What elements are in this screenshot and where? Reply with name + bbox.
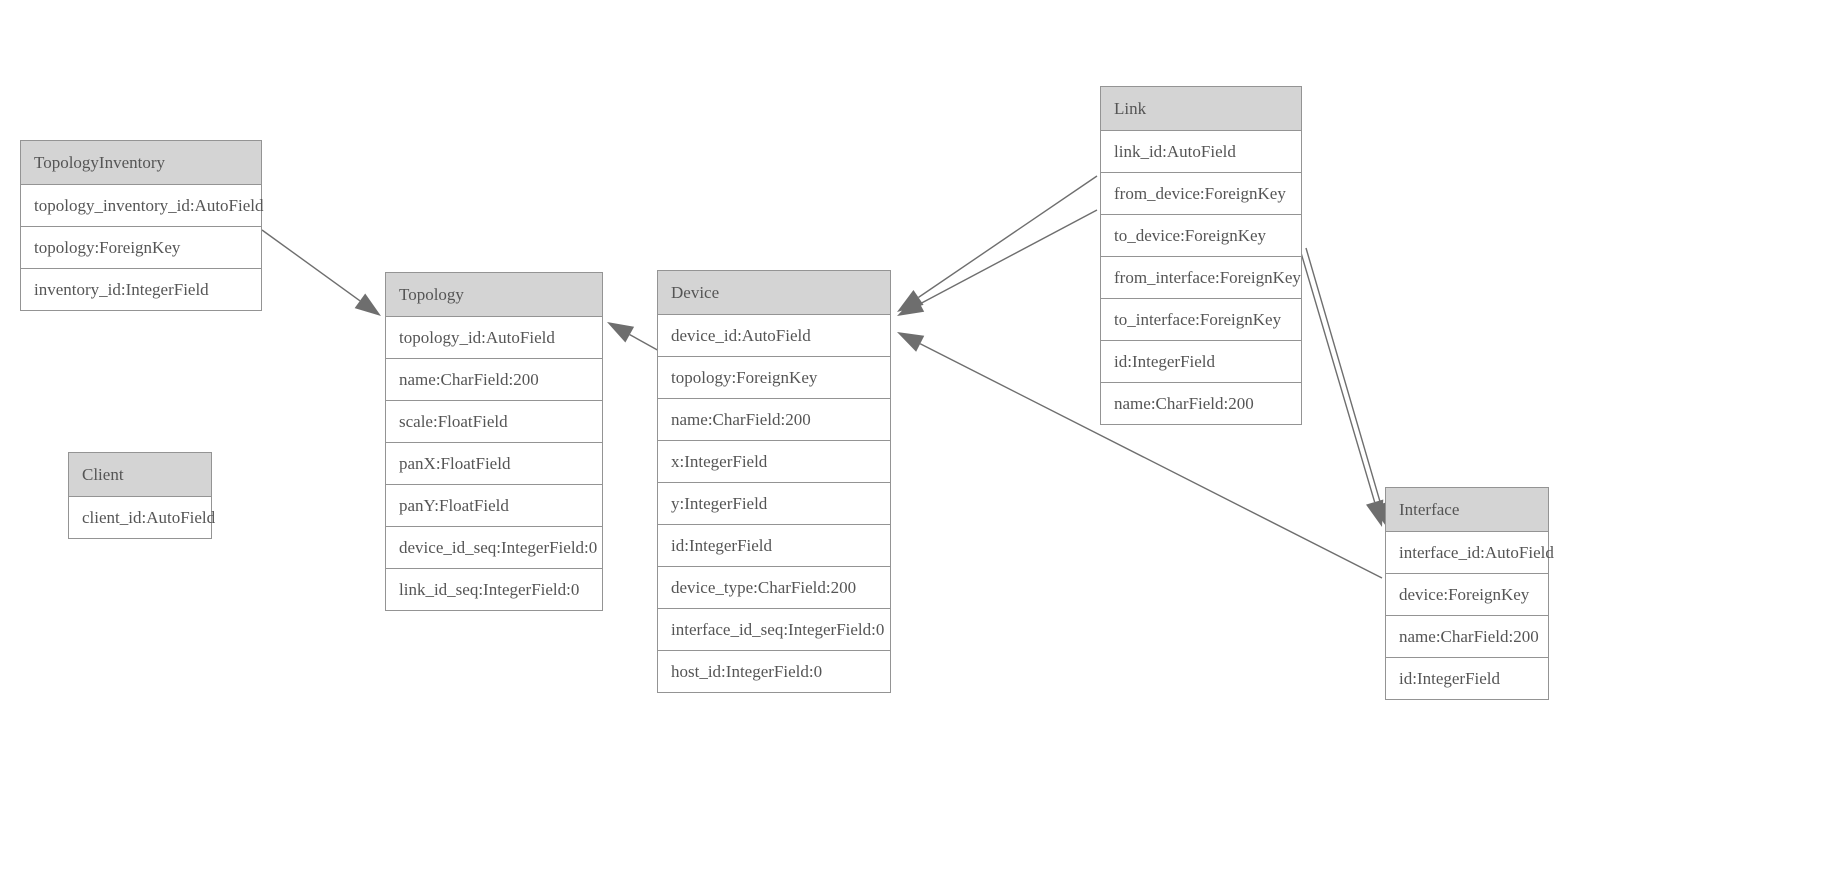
edge-rel-device-topology — [607, 322, 662, 353]
entity-field-link-4[interactable]: to_interface:ForeignKey — [1101, 299, 1301, 341]
entity-field-link-6[interactable]: name:CharField:200 — [1101, 383, 1301, 424]
entity-title-device: Device — [658, 271, 890, 315]
entity-field-device-2[interactable]: name:CharField:200 — [658, 399, 890, 441]
entity-field-link-3[interactable]: from_interface:ForeignKey — [1101, 257, 1301, 299]
entity-field-device-5[interactable]: id:IntegerField — [658, 525, 890, 567]
entity-field-interface-2[interactable]: name:CharField:200 — [1386, 616, 1548, 658]
entity-field-topology-3[interactable]: panX:FloatField — [386, 443, 602, 485]
entity-field-device-8[interactable]: host_id:IntegerField:0 — [658, 651, 890, 692]
edge-rel-link-from-device — [897, 175, 1098, 312]
entity-field-client-0[interactable]: client_id:AutoField — [69, 497, 215, 538]
entity-field-topology-0[interactable]: topology_id:AutoField — [386, 317, 602, 359]
entity-field-device-0[interactable]: device_id:AutoField — [658, 315, 890, 357]
entity-title-link: Link — [1101, 87, 1301, 131]
edge-rel-link-to-interface — [1305, 247, 1390, 529]
entity-field-device-1[interactable]: topology:ForeignKey — [658, 357, 890, 399]
entity-field-topology_inventory-2[interactable]: inventory_id:IntegerField — [21, 269, 261, 310]
entity-field-topology-1[interactable]: name:CharField:200 — [386, 359, 602, 401]
edge-rel-link-to-device — [897, 209, 1098, 316]
entity-title-interface: Interface — [1386, 488, 1548, 532]
entity-title-client: Client — [69, 453, 211, 497]
edge-rel-topologyinventory-topology — [261, 229, 381, 316]
entity-field-interface-1[interactable]: device:ForeignKey — [1386, 574, 1548, 616]
entity-field-link-1[interactable]: from_device:ForeignKey — [1101, 173, 1301, 215]
entity-field-link-2[interactable]: to_device:ForeignKey — [1101, 215, 1301, 257]
entity-field-interface-0[interactable]: interface_id:AutoField — [1386, 532, 1554, 574]
entity-field-topology_inventory-0[interactable]: topology_inventory_id:AutoField — [21, 185, 264, 227]
entity-title-topology_inventory: TopologyInventory — [21, 141, 261, 185]
entity-field-topology-5[interactable]: device_id_seq:IntegerField:0 — [386, 527, 602, 569]
entity-field-device-3[interactable]: x:IntegerField — [658, 441, 890, 483]
entity-field-device-6[interactable]: device_type:CharField:200 — [658, 567, 890, 609]
entity-field-topology-4[interactable]: panY:FloatField — [386, 485, 602, 527]
edge-rel-link-from-interface — [1298, 245, 1384, 527]
entity-title-topology: Topology — [386, 273, 602, 317]
entity-field-topology-2[interactable]: scale:FloatField — [386, 401, 602, 443]
entity-field-link-5[interactable]: id:IntegerField — [1101, 341, 1301, 383]
entity-field-device-4[interactable]: y:IntegerField — [658, 483, 890, 525]
entity-field-topology-6[interactable]: link_id_seq:IntegerField:0 — [386, 569, 602, 610]
entity-field-device-7[interactable]: interface_id_seq:IntegerField:0 — [658, 609, 890, 651]
entity-field-topology_inventory-1[interactable]: topology:ForeignKey — [21, 227, 261, 269]
entity-field-link-0[interactable]: link_id:AutoField — [1101, 131, 1301, 173]
entity-field-interface-3[interactable]: id:IntegerField — [1386, 658, 1548, 699]
